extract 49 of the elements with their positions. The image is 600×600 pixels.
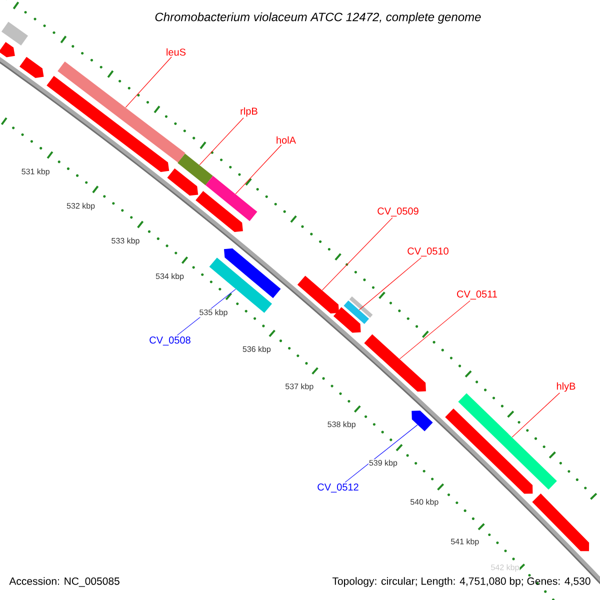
gene-bar <box>412 410 433 432</box>
gene-bar <box>20 56 44 78</box>
leader-line <box>235 144 282 194</box>
leader-line <box>322 217 393 290</box>
gene-bar <box>458 393 557 490</box>
gene-bar <box>445 408 533 494</box>
gene-bar <box>333 307 361 333</box>
leader-line <box>399 300 470 360</box>
tick-label: 541 kbp <box>450 538 480 546</box>
leader-line <box>125 56 172 108</box>
tick-label: 534 kbp <box>155 272 185 282</box>
gene-bar <box>178 154 213 186</box>
leader-line <box>344 424 418 483</box>
gene-label: CV_0512 <box>318 484 358 492</box>
gene-bar <box>297 276 340 314</box>
title: Chromobacterium violaceum ATCC 12472, complete genome <box>155 12 481 24</box>
gene-bar <box>196 191 243 232</box>
gene-bar <box>224 248 281 298</box>
gene-label: hlyB <box>556 382 576 392</box>
gene-bar <box>349 296 373 318</box>
gene-bar <box>344 300 370 324</box>
tick-label: 537 kbp <box>284 382 314 392</box>
leader-line <box>199 118 244 166</box>
gene-bar <box>0 42 15 58</box>
tick-label: 539 kbp <box>368 459 398 468</box>
gene-label: CV_0509 <box>378 208 418 216</box>
accession-text: Accession: NC_005085 <box>9 577 120 587</box>
gene-bar <box>58 62 186 163</box>
tick-label: 531 kbp <box>20 168 50 176</box>
tick-label: 540 kbp <box>410 498 440 507</box>
gene-bar <box>205 176 258 222</box>
tick-label: 533 kbp <box>110 237 140 246</box>
tick-label: 532 kbp <box>66 202 96 211</box>
tick-label: 535 kbp <box>198 308 228 318</box>
gene-bar <box>364 334 426 392</box>
tick-label: 538 kbp <box>326 420 356 430</box>
gene-bar <box>167 168 198 196</box>
genome-info-text: Topology: circular; Length: 4,751,080 bp; Genes: 4,530 <box>332 577 590 587</box>
gene-label: rlpB <box>240 107 258 117</box>
leader-line <box>358 257 422 310</box>
gene-label: CV_0511 <box>457 290 497 300</box>
gene-label: CV_0510 <box>408 248 448 256</box>
gene-label: leuS <box>166 48 186 56</box>
gene-label: holA <box>276 136 296 144</box>
leader-line <box>512 392 560 438</box>
gene-bar <box>532 494 590 552</box>
gene-bar <box>1 22 28 46</box>
tick-label: 536 kbp <box>242 346 272 354</box>
gene-label: CV_0508 <box>150 336 190 346</box>
